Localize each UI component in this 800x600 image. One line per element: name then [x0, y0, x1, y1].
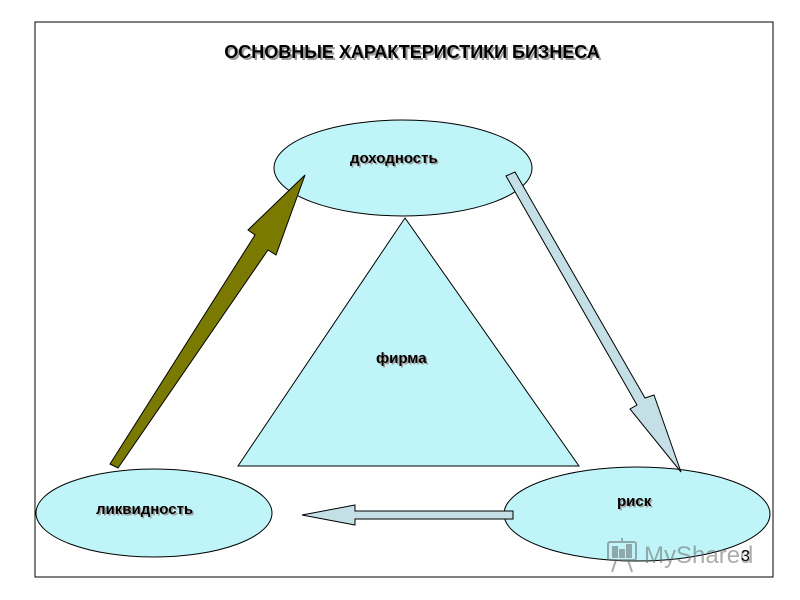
- liquidity-label: ликвидность: [96, 501, 194, 518]
- presentation-board-icon: [607, 538, 637, 573]
- risk-label: риск: [617, 493, 652, 510]
- firm-label: фирма: [376, 350, 427, 367]
- page-number: 3: [741, 548, 750, 565]
- risk-to-liquidity-arrow: [301, 504, 514, 526]
- watermark-text: MyShared: [644, 542, 754, 569]
- slide-frame: [34, 21, 774, 578]
- profitability-ellipse: [273, 119, 533, 217]
- profitability-to-risk-arrow: [505, 171, 682, 473]
- slide-title: ОСНОВНЫЕ ХАРАКТЕРИСТИКИ БИЗНЕСА: [224, 42, 600, 62]
- watermark-logo: MyShared: [606, 536, 756, 576]
- liquidity-ellipse: [35, 468, 273, 558]
- profitability-label: доходность: [350, 150, 438, 167]
- firm-triangle: [237, 217, 580, 467]
- liquidity-to-profitability-arrow: [109, 174, 306, 469]
